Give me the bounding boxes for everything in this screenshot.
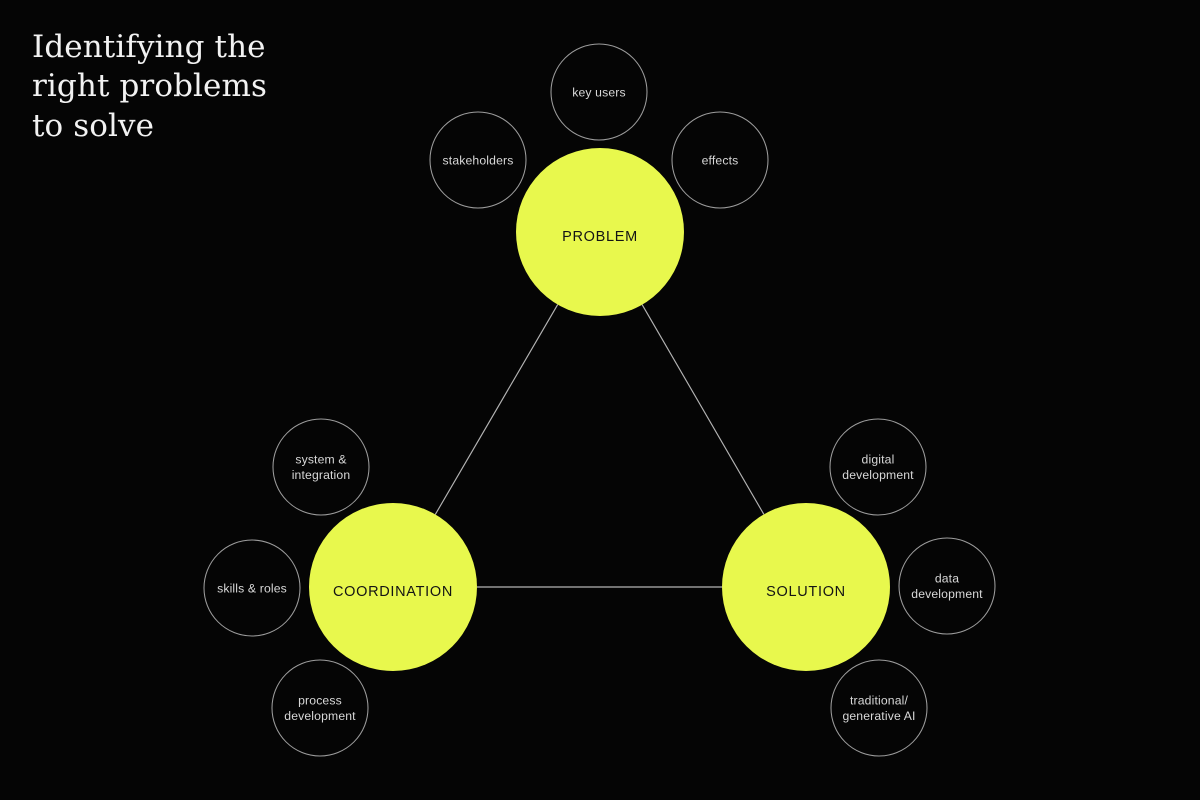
- satellite-circle-system-integration: [272, 418, 370, 516]
- main-circle-solution: [722, 503, 890, 671]
- edge-problem-to-solution: [641, 304, 765, 515]
- edge-problem-to-coordination: [434, 304, 559, 515]
- main-node-problem[interactable]: PROBLEM: [516, 148, 684, 316]
- satellite-node-key-users[interactable]: key users: [550, 43, 648, 141]
- satellite-circle-process-development: [271, 659, 369, 757]
- satellite-circle-effects: [671, 111, 769, 209]
- main-circle-coordination: [309, 503, 477, 671]
- satellite-label-stakeholders: stakeholders: [443, 153, 514, 167]
- satellite-label-effects: effects: [702, 153, 739, 167]
- main-label-solution: SOLUTION: [766, 584, 846, 600]
- satellite-label-key-users: key users: [572, 85, 626, 99]
- satellite-circle-skills-roles: [203, 539, 301, 637]
- satellite-node-effects[interactable]: effects: [671, 111, 769, 209]
- satellite-node-generative-ai[interactable]: traditional/generative AI: [830, 659, 928, 757]
- satellite-label-generative-ai: traditional/generative AI: [842, 694, 915, 724]
- satellite-node-skills-roles[interactable]: skills & roles: [203, 539, 301, 637]
- satellite-label-system-integration: system &integration: [292, 453, 351, 483]
- page-title: Identifying the right problems to solve: [32, 29, 267, 144]
- satellite-circle-data-development: [898, 537, 996, 635]
- main-circle-problem: [516, 148, 684, 316]
- main-node-coordination[interactable]: COORDINATION: [309, 503, 477, 671]
- satellite-circle-stakeholders: [429, 111, 527, 209]
- satellite-circle-key-users: [550, 43, 648, 141]
- main-label-problem: PROBLEM: [562, 229, 638, 245]
- edge-layer: [434, 304, 765, 588]
- main-label-coordination: COORDINATION: [333, 584, 453, 600]
- satellite-circle-generative-ai: [830, 659, 928, 757]
- satellite-node-layer: stakeholders key users effects system &inte…: [203, 43, 996, 757]
- main-node-layer: PROBLEM COORDINATION SOLUTION: [309, 148, 890, 671]
- satellite-node-system-integration[interactable]: system &integration: [272, 418, 370, 516]
- main-node-solution[interactable]: SOLUTION: [722, 503, 890, 671]
- satellite-label-skills-roles: skills & roles: [217, 581, 287, 595]
- satellite-node-stakeholders[interactable]: stakeholders: [429, 111, 527, 209]
- satellite-circle-digital-development: [829, 418, 927, 516]
